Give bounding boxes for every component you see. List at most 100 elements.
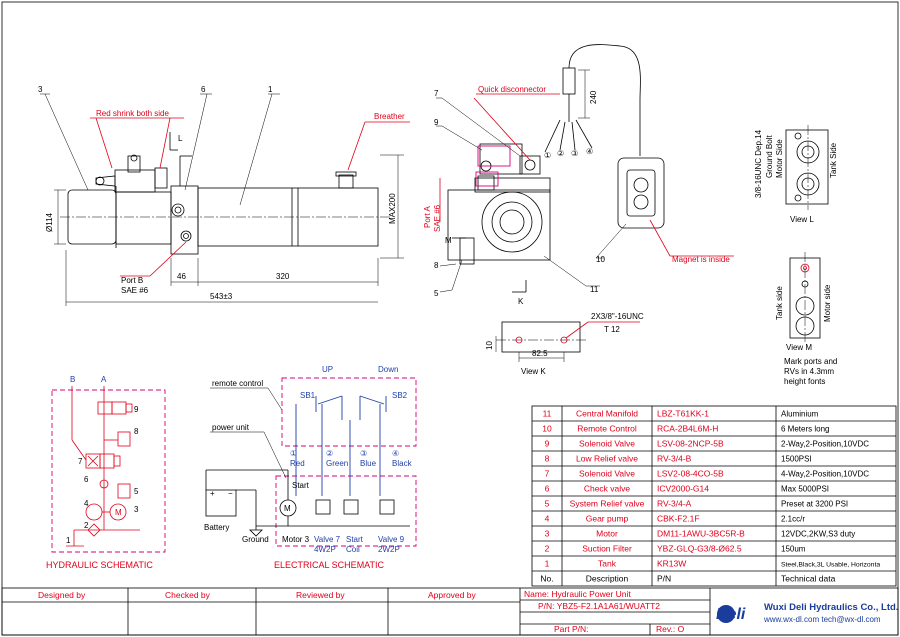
wire-2-num: ② <box>326 449 333 458</box>
valve-7-type: 4W2P <box>314 545 336 554</box>
bom-row-7-desc: Solenoid Valve <box>579 469 635 479</box>
callout-7: 7 <box>434 89 439 98</box>
valve-7-label: Valve 7 <box>314 535 341 544</box>
hyd-port-a: A <box>101 375 107 384</box>
view-l <box>785 125 829 210</box>
bom-row-8-tech: 1500PSI <box>781 455 812 464</box>
bom-row-1-no: 1 <box>545 559 550 569</box>
bom-row-6-desc: Check valve <box>584 484 631 494</box>
view-m-note-2: RVs in 4.3mm <box>784 367 834 376</box>
wire-1-color: Red <box>290 459 305 468</box>
callout-6: 6 <box>201 85 206 94</box>
power-unit-label: power unit <box>212 423 250 432</box>
bom-row-1-pn: KR13W <box>657 559 686 569</box>
view-k-thread: 2X3/8"-16UNC <box>591 312 644 321</box>
bom-row-3-pn: DM11-1AWU-3BC5R-B <box>657 529 745 539</box>
port-a-sae: SAE #6 <box>433 204 442 232</box>
bom-row-6-no: 6 <box>545 484 550 494</box>
bom-row-7-pn: LSV2-08-4CO-5B <box>657 469 724 479</box>
side-view <box>436 44 734 293</box>
callout-3: 3 <box>38 85 43 94</box>
view-k-title: View K <box>521 367 546 376</box>
dim-320: 320 <box>276 272 290 281</box>
company-web: www.wx-dl.com tech@wx-dl.com <box>763 615 881 624</box>
ground-label: Ground <box>242 535 269 544</box>
part-pn: Part P/N: <box>554 624 588 634</box>
approved-by: Approved by <box>428 590 476 600</box>
view-k <box>495 321 640 362</box>
hyd-num-9: 9 <box>134 405 139 414</box>
callout-8: 8 <box>434 261 439 270</box>
hyd-num-4: 4 <box>84 499 89 508</box>
hyd-num-7: 7 <box>78 457 83 466</box>
electrical-schematic <box>205 377 417 547</box>
product-pn: P/N: YBZ5-F2.1A1A61/WUATT2 <box>538 601 660 611</box>
bom-row-7-no: 7 <box>545 469 550 479</box>
company-name: Wuxi Deli Hydraulics Co., Ltd. <box>764 602 898 613</box>
bom-row-9-pn: LSV-08-2NCP-5B <box>657 439 724 449</box>
hyd-num-6: 6 <box>84 475 89 484</box>
switch-down-label: Down <box>378 365 398 374</box>
callout-11: 11 <box>590 285 599 294</box>
wire-num-1: ① <box>544 151 551 160</box>
valve-9-label: Valve 9 <box>378 535 405 544</box>
view-l-marker: L <box>178 134 183 143</box>
bom-row-2-pn: YBZ-GLQ-G3/8-Ø62.5 <box>657 544 742 554</box>
wire-num-2: ② <box>557 149 564 158</box>
bom-row-4-tech: 2.1cc/r <box>781 515 805 524</box>
red-shrink-note: Red shrink both side <box>96 109 169 118</box>
view-k-marker: K <box>518 297 524 306</box>
view-l-title: View L <box>790 215 814 224</box>
revision: Rev.: O <box>656 624 685 634</box>
start-coil-label-1: Start <box>346 535 364 544</box>
battery-minus: − <box>228 489 233 498</box>
bom-row-4-no: 4 <box>545 514 550 524</box>
bom-row-7-tech: 4-Way,2-Position,10VDC <box>781 470 869 479</box>
wire-2-color: Green <box>326 459 348 468</box>
view-k-dim-825: 82.5 <box>532 349 548 358</box>
bom-row-10-desc: Remote Control <box>577 424 637 434</box>
view-m-note-3: height fonts <box>784 377 825 386</box>
callout-5: 5 <box>434 289 439 298</box>
view-l-motor-side: Motor Side <box>775 139 784 178</box>
wire-3-color: Blue <box>360 459 377 468</box>
view-k-dim-10: 10 <box>485 341 494 350</box>
view-l-tank-side: Tank Side <box>829 142 838 178</box>
port-a-label: Port A <box>423 206 432 228</box>
valve-9-type: 2W2P <box>378 545 400 554</box>
title-block <box>1 587 899 636</box>
company-logo: Deli <box>716 605 746 623</box>
view-m-motor-side: Motor side <box>823 284 832 322</box>
bom-header-no: No. <box>540 574 553 584</box>
bom-row-10-tech: 6 Meters long <box>781 425 829 434</box>
bom-header-pn: P/N <box>657 574 671 584</box>
hyd-num-5: 5 <box>134 487 139 496</box>
view-l-ground-bolt: Ground Bolt <box>765 135 774 178</box>
battery-label: Battery <box>204 523 229 532</box>
callout-9: 9 <box>434 118 439 127</box>
view-m-tank-side: Tank side <box>775 286 784 320</box>
bom-row-6-pn: ICV2000-G14 <box>657 484 709 494</box>
view-m-marker: M <box>445 236 452 245</box>
bom-row-3-no: 3 <box>545 529 550 539</box>
view-m-title: View M <box>786 343 812 352</box>
wire-1-num: ① <box>290 449 297 458</box>
port-b-sae: SAE #6 <box>121 286 149 295</box>
callout-10: 10 <box>596 255 605 264</box>
bom-row-2-no: 2 <box>545 544 550 554</box>
bom-row-5-desc: System Relief valve <box>570 499 645 509</box>
bom-row-1-desc: Tank <box>598 559 617 569</box>
dim-240: 240 <box>589 90 598 104</box>
bom-row-11-tech: Aluminium <box>781 410 819 419</box>
wire-num-3: ③ <box>571 149 578 158</box>
bom-row-2-desc: Suction Filter <box>582 544 632 554</box>
hyd-motor-m: M <box>115 508 122 517</box>
switch-sb2: SB2 <box>392 391 408 400</box>
hyd-num-8: 8 <box>134 427 139 436</box>
dim-max200: MAX200 <box>388 193 397 224</box>
port-b-label: Port B <box>121 276 143 285</box>
view-m-note-1: Mark ports and <box>784 357 837 366</box>
wire-3-num: ③ <box>360 449 367 458</box>
